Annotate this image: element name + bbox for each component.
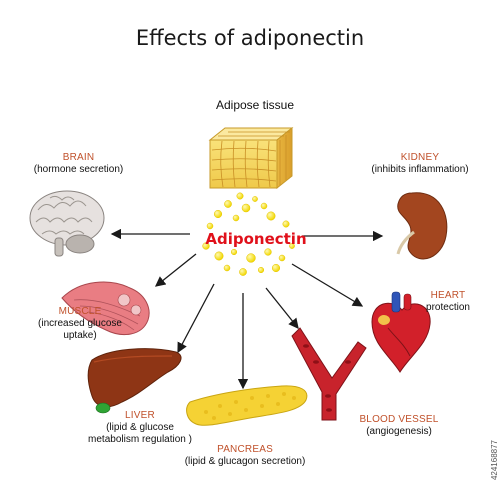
liver-effect-line2: metabolism regulation ) xyxy=(88,434,192,445)
kidney-name: KIDNEY xyxy=(400,152,440,163)
diagram-title: Effects of adiponectin xyxy=(135,26,365,50)
liver-name: LIVER xyxy=(125,410,155,421)
adipose-tissue-label: Adipose tissue xyxy=(215,98,295,112)
muscle-effect-line1: (increased glucose xyxy=(38,318,122,329)
heart-icon xyxy=(371,291,431,373)
pancreas-name: PANCREAS xyxy=(217,444,273,455)
blood-vessel-effect: (angiogenesis) xyxy=(366,426,432,437)
kidney-effect: (inhibits inflammation) xyxy=(371,164,469,175)
arrow-to-heart xyxy=(291,263,364,307)
pancreas-effect: (lipid & glucagon secretion) xyxy=(184,456,306,467)
blood-vessel-name: BLOOD VESSEL xyxy=(359,414,439,425)
stock-id: 424168877 xyxy=(490,439,499,480)
muscle-effect-line2: uptake) xyxy=(63,330,97,341)
muscle-label: MUSCLE (increased glucose uptake) xyxy=(20,306,140,342)
heart-name: HEART xyxy=(430,290,466,301)
arrow-to-muscle xyxy=(154,253,197,287)
brain-icon xyxy=(29,190,105,257)
pancreas-icon xyxy=(186,385,308,426)
heart-label: HEART protection xyxy=(412,290,484,314)
adiponectin-particles xyxy=(202,192,295,276)
muscle-icon xyxy=(61,281,150,336)
heart-effect: protection xyxy=(426,302,470,313)
brain-label: BRAIN (hormone secretion) xyxy=(16,152,141,176)
brain-effect: (hormone secretion) xyxy=(33,164,124,175)
muscle-name: MUSCLE xyxy=(58,306,102,317)
arrow-to-liver xyxy=(177,283,215,354)
blood-vessel-icon xyxy=(291,327,367,421)
brain-name: BRAIN xyxy=(62,152,95,163)
kidney-label: KIDNEY (inhibits inflammation) xyxy=(350,152,490,176)
liver-label: LIVER (lipid & glucose metabolism regula… xyxy=(70,410,210,446)
kidney-icon xyxy=(396,192,448,260)
pancreas-label: PANCREAS (lipid & glucagon secretion) xyxy=(170,444,320,468)
liver-effect-line1: (lipid & glucose xyxy=(106,422,174,433)
arrow-to-blood-vessel xyxy=(265,287,299,330)
adiponectin-label: Adiponectin xyxy=(205,230,307,248)
adipose-tissue-cube-icon xyxy=(208,126,294,190)
blood-vessel-label: BLOOD VESSEL (angiogenesis) xyxy=(340,414,458,438)
liver-icon xyxy=(87,348,182,414)
